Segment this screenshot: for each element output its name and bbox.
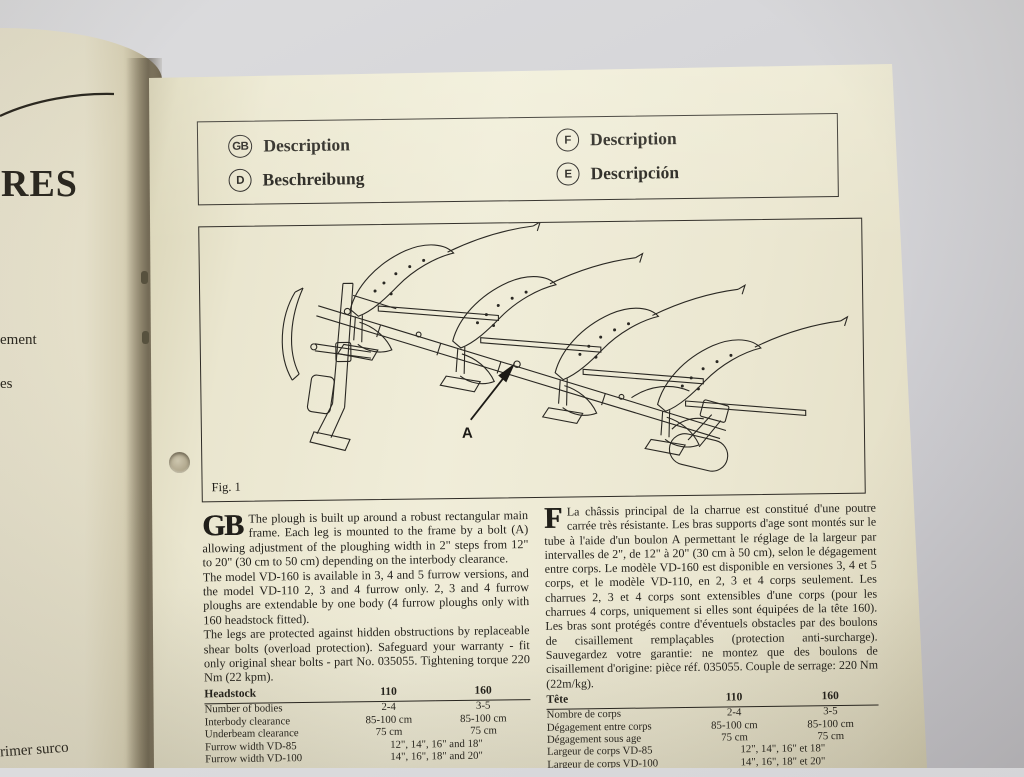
plough-line-drawing: A	[281, 221, 850, 472]
header-entry-f: F Description	[555, 127, 677, 152]
gb-paragraph: The plough is built up around a robust r…	[202, 508, 529, 570]
header-label: Beschreibung	[262, 168, 365, 190]
table-col-110: 110	[685, 691, 783, 708]
row-label: Furrow width VD-100	[205, 751, 303, 766]
f-spec-table: Tête 110 160 Nombre de corps 2-4 3-5 Dég…	[546, 690, 879, 771]
header-label: Description	[263, 134, 351, 156]
left-page-partial-item: ement	[0, 332, 37, 348]
gb-section-letter: GB	[201, 508, 243, 543]
left-page-partial-item: es	[0, 376, 13, 392]
header-label: Description	[589, 128, 677, 150]
left-page-partial-item: rimer surco	[0, 739, 70, 761]
gb-paragraph: The legs are protected against hidden ob…	[203, 623, 530, 685]
page-content: GB Description D Beschreibung F Descript…	[149, 64, 927, 771]
table-col-110: 110	[341, 686, 436, 702]
f-section-letter: F	[543, 501, 562, 535]
d-language-badge: D	[228, 168, 252, 192]
f-paragraph: La châssis principal de la charrue est c…	[544, 500, 879, 691]
spine-notch	[141, 271, 148, 284]
header-entry-e: E Descripción	[556, 161, 679, 186]
header-label: Descripción	[590, 162, 680, 184]
e-language-badge: E	[556, 162, 580, 186]
row-value: 3-5	[823, 705, 838, 718]
figure-box: A Fig. 1	[198, 217, 866, 503]
table-row: Largeur de corps VD-100 14", 16", 18" et…	[547, 755, 879, 771]
figure-callout-a: A	[462, 425, 473, 442]
punch-hole	[169, 452, 190, 473]
row-value: 2-4	[726, 706, 742, 719]
language-header-box: GB Description D Beschreibung F Descript…	[196, 112, 839, 206]
table-col-160: 160	[782, 690, 879, 707]
row-value: 2-4	[381, 701, 396, 714]
spine-notch	[142, 331, 149, 344]
table-col-160: 160	[435, 684, 531, 701]
row-label: Largeur de corps VD-100	[547, 757, 659, 771]
gb-spec-table: Headstock 110 160 Number of bodies 2-4 3…	[204, 684, 531, 766]
left-page-partial-title: RES	[1, 163, 78, 205]
gb-paragraph: The model VD-160 is available in 3, 4 an…	[202, 565, 530, 628]
f-text-column: F La châssis principal de la charrue est…	[543, 500, 879, 771]
header-entry-gb: GB Description	[228, 133, 350, 158]
left-page-rule	[0, 92, 115, 117]
figure-caption: Fig. 1	[211, 479, 241, 495]
row-value: 14", 16", 18" and 20"	[390, 749, 483, 763]
gb-language-badge: GB	[228, 134, 253, 158]
gb-text-column: GB The plough is built up around a robus…	[202, 508, 531, 766]
f-language-badge: F	[555, 128, 580, 152]
header-entry-d: D Beschreibung	[228, 167, 365, 192]
row-value: 3-5	[475, 699, 491, 713]
manual-page: GB Description D Beschreibung F Descript…	[149, 64, 927, 768]
table-row: Furrow width VD-100 14", 16", 18" and 20…	[205, 749, 531, 766]
